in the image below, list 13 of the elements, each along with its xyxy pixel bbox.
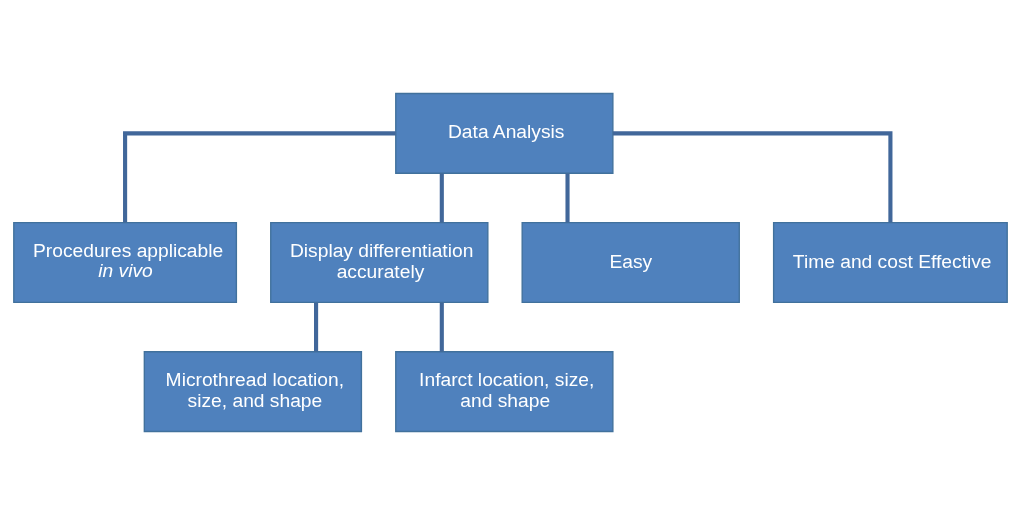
node-box: Easy	[521, 221, 740, 304]
node-box: Data Analysis	[395, 92, 614, 174]
connector	[439, 173, 444, 223]
node-box: Microthread location, size, and shape	[143, 351, 363, 433]
node-box: Display differentiation accurately	[270, 221, 489, 304]
node-box: Time and cost Effective	[772, 221, 1008, 304]
node-box: Infarct location, size, and shape	[395, 351, 614, 433]
connector	[565, 173, 570, 223]
connector	[314, 302, 319, 352]
connector	[439, 302, 444, 352]
connector	[612, 131, 893, 223]
connector	[123, 131, 396, 223]
node-box: Procedures applicable in vivo	[13, 221, 238, 304]
